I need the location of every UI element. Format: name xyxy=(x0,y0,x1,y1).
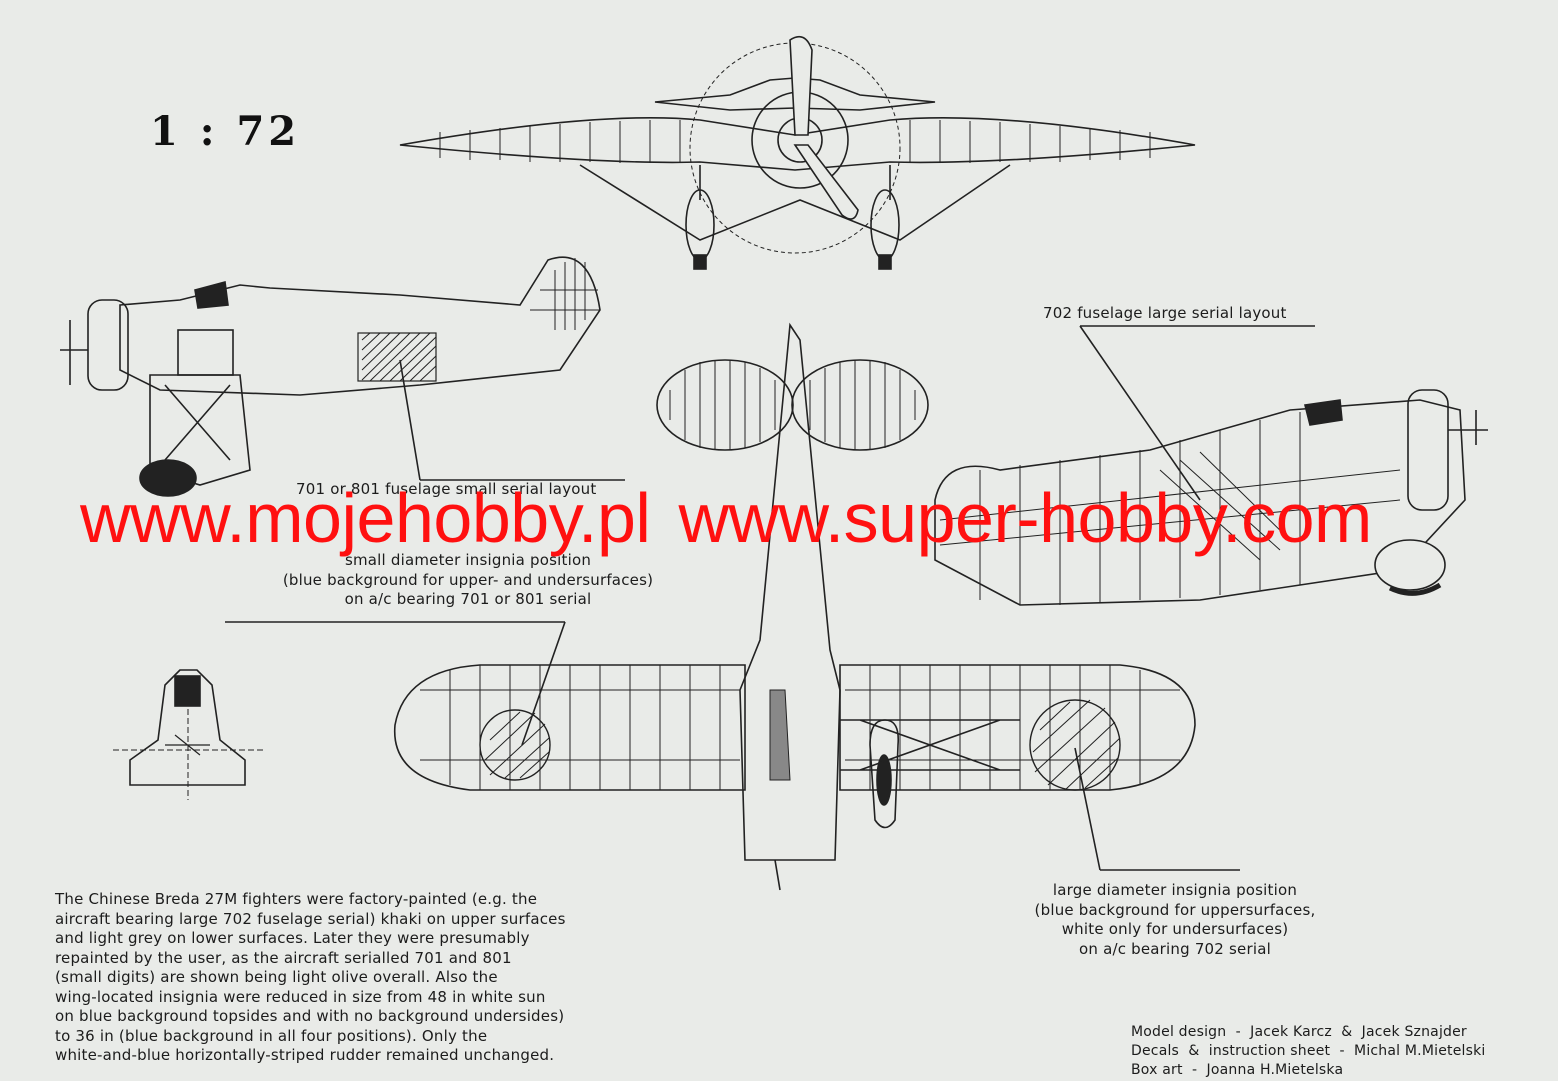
description-line: wing-located insignia were reduced in si… xyxy=(55,987,546,1006)
side-view-left xyxy=(60,256,625,497)
tail-end-view xyxy=(113,669,265,800)
small-insignia-line-3: on a/c bearing 701 or 801 serial xyxy=(344,590,592,608)
large-insignia-line-3: white only for undersurfaces) xyxy=(1061,920,1289,938)
watermark-url-1: www.mojehobby.pl xyxy=(80,479,651,557)
description-line: repainted by the user, as the aircraft s… xyxy=(55,948,512,967)
description-text: The Chinese Breda 27M fighters were fact… xyxy=(55,890,566,1066)
top-view xyxy=(225,322,1240,891)
large-insignia-line-2: (blue background for uppersurfaces, xyxy=(1034,900,1316,919)
description-line: white-and-blue horizontally-striped rudd… xyxy=(55,1046,555,1064)
small-serial-caption: 701 or 801 fuselage small serial layout xyxy=(296,480,597,498)
small-insignia-caption: small diameter insignia position (blue b… xyxy=(228,551,708,610)
large-insignia-line-1: large diameter insignia position xyxy=(1052,881,1298,899)
credit-decals: Decals & instruction sheet - Michal M.Mi… xyxy=(1131,1043,1486,1059)
small-insignia-line-2: (blue background for upper- and undersur… xyxy=(282,570,654,589)
credit-model-design: Model design - Jacek Karcz & Jacek Sznaj… xyxy=(1131,1024,1467,1040)
small-insignia-line-1: small diameter insignia position xyxy=(344,551,592,569)
description-line: on blue background topsides and with no … xyxy=(55,1007,565,1025)
credit-box-art: Box art - Joanna H.Mietelska xyxy=(1131,1062,1344,1078)
watermark: www.mojehobby.pl www.super-hobby.com xyxy=(80,478,1520,558)
front-view xyxy=(399,35,1196,270)
large-insignia-line-4: on a/c bearing 702 serial xyxy=(1079,939,1271,958)
description-line: and light grey on lower surfaces. Later … xyxy=(55,929,530,947)
description-line: (small digits) are shown being light oli… xyxy=(55,968,498,986)
watermark-url-2: www.super-hobby.com xyxy=(678,479,1372,557)
credits: Model design - Jacek Karcz & Jacek Sznaj… xyxy=(1131,1023,1486,1080)
scale-label: 1 : 72 xyxy=(150,108,301,155)
large-insignia-caption: large diameter insignia position (blue b… xyxy=(1000,881,1350,959)
side-view-right xyxy=(934,325,1488,606)
description-line: aircraft bearing large 702 fuselage seri… xyxy=(55,909,566,928)
description-line: to 36 in (blue background in all four po… xyxy=(55,1026,488,1045)
large-serial-caption: 702 fuselage large serial layout xyxy=(1043,304,1287,322)
description-line: The Chinese Breda 27M fighters were fact… xyxy=(55,890,538,908)
